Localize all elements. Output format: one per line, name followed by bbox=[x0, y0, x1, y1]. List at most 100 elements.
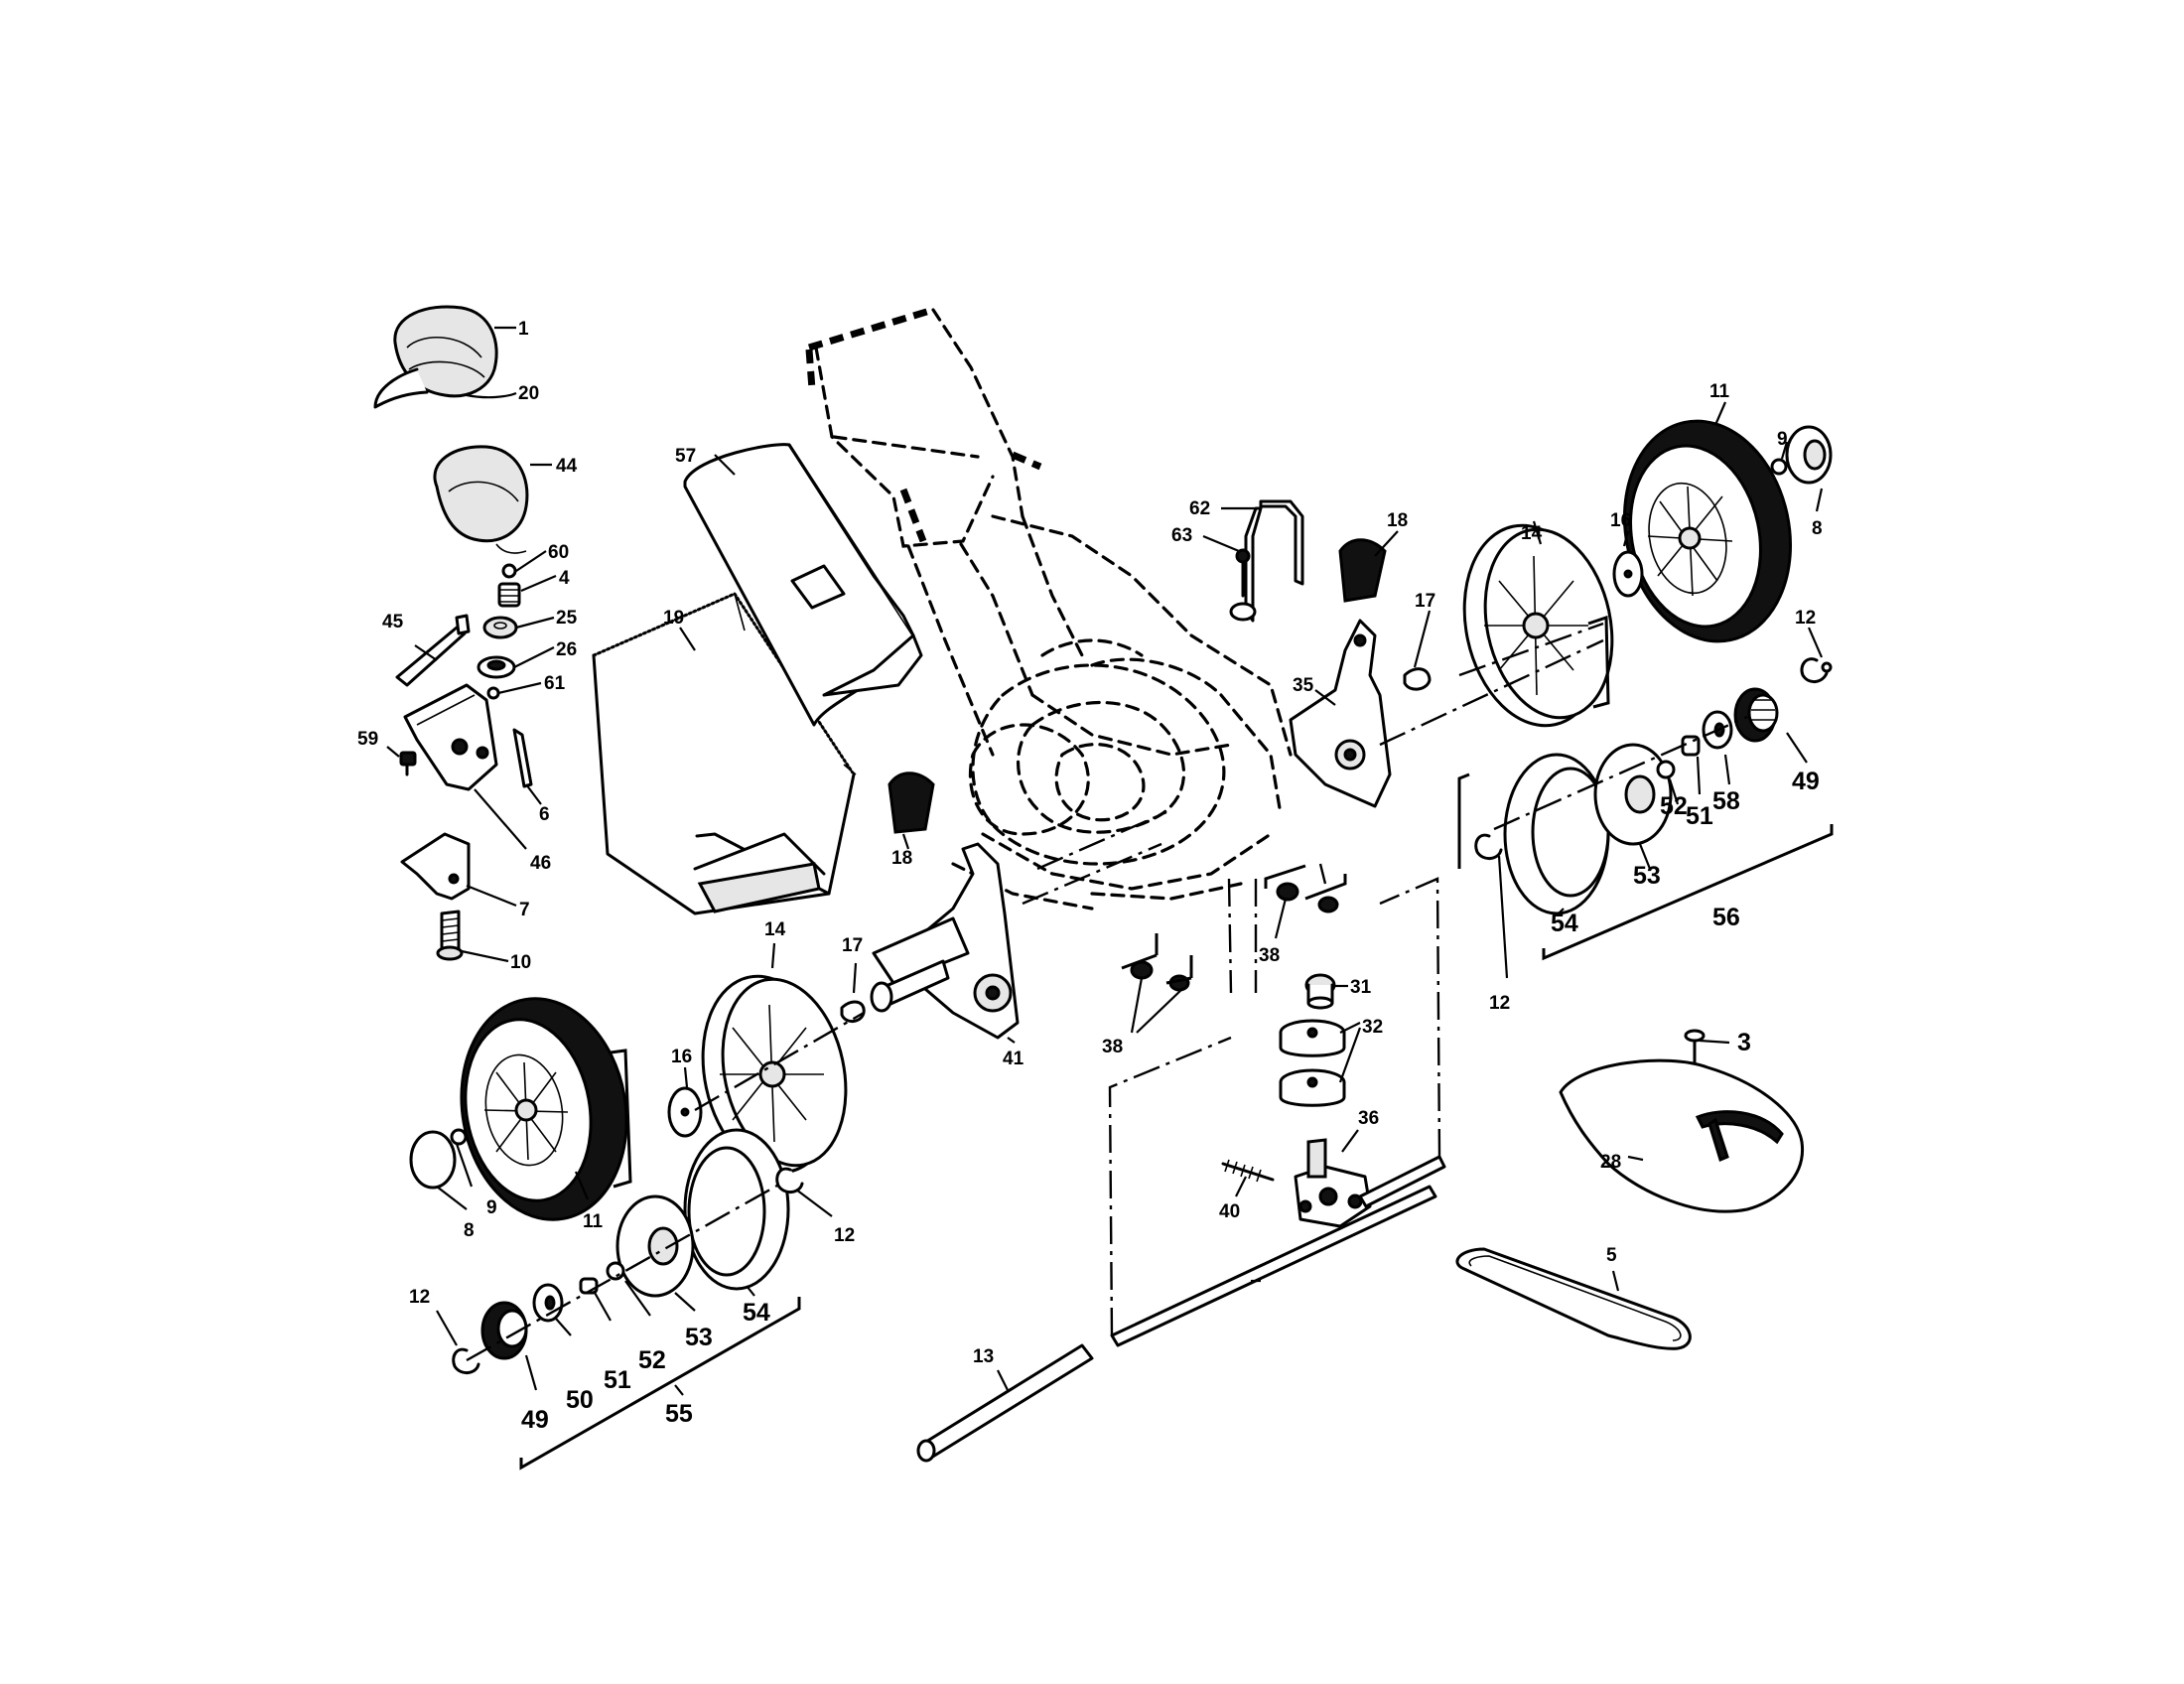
callout-31: 31 bbox=[1350, 977, 1372, 998]
pin-61 bbox=[486, 686, 500, 700]
axis-line-c3 bbox=[1379, 877, 1441, 1158]
callout-19: 19 bbox=[663, 608, 684, 629]
callout-20: 20 bbox=[518, 383, 539, 404]
rod-62 bbox=[1244, 499, 1304, 623]
shield-18-left bbox=[887, 772, 935, 834]
callout-53-left: 53 bbox=[685, 1324, 713, 1351]
axis-line-l4 bbox=[466, 1180, 785, 1362]
shield-18-right bbox=[1338, 538, 1387, 603]
gear-49-right bbox=[1733, 687, 1779, 743]
callout-3: 3 bbox=[1737, 1029, 1751, 1056]
cap-8-left bbox=[409, 1130, 457, 1190]
clip-12-left-b bbox=[452, 1347, 480, 1374]
callout-45: 45 bbox=[382, 612, 404, 632]
callout-60: 60 bbox=[548, 542, 569, 563]
callout-62: 62 bbox=[1189, 498, 1210, 519]
callout-55: 55 bbox=[665, 1400, 693, 1428]
callout-52-right: 52 bbox=[1660, 792, 1688, 820]
callout-52-left: 52 bbox=[638, 1346, 666, 1374]
callout-35: 35 bbox=[1293, 675, 1314, 696]
callout-44: 44 bbox=[556, 456, 578, 477]
ring-17-right bbox=[1403, 667, 1432, 691]
bolt-31 bbox=[1304, 973, 1336, 1010]
clip-12-left-a bbox=[775, 1167, 804, 1193]
callout-49-right: 49 bbox=[1792, 768, 1820, 795]
callout-12-right-b: 12 bbox=[1489, 993, 1510, 1014]
callout-54-right: 54 bbox=[1551, 910, 1578, 937]
callout-12-right-a: 12 bbox=[1795, 608, 1816, 629]
callout-54-left: 54 bbox=[743, 1299, 770, 1327]
bracket-41 bbox=[870, 842, 1020, 1040]
bracket-l1 bbox=[610, 1049, 632, 1189]
callout-11-left: 11 bbox=[583, 1211, 604, 1232]
bolt-63 bbox=[1229, 548, 1257, 622]
pulley-32-bottom bbox=[1279, 1068, 1346, 1107]
cover-7 bbox=[400, 832, 471, 901]
tire-54-right bbox=[1503, 753, 1610, 915]
cap-8-right bbox=[1785, 425, 1833, 485]
axis-line-r2 bbox=[1458, 622, 1604, 677]
callout-40: 40 bbox=[1219, 1201, 1240, 1222]
callout-18-right: 18 bbox=[1387, 510, 1408, 531]
callout-38-right: 38 bbox=[1259, 945, 1280, 966]
callout-13: 13 bbox=[973, 1346, 994, 1367]
axis-line-l3 bbox=[694, 1011, 865, 1112]
gear-49-left bbox=[480, 1301, 528, 1360]
rod-6 bbox=[512, 728, 533, 788]
hubcap-14-right bbox=[1462, 523, 1614, 728]
callout-51-left: 51 bbox=[604, 1366, 631, 1394]
nut-38-right bbox=[1276, 882, 1339, 913]
axis-line-l2 bbox=[1022, 842, 1162, 906]
washer-16-left bbox=[667, 1086, 703, 1138]
ring-17-left bbox=[840, 1000, 866, 1023]
bracket-35 bbox=[1289, 619, 1392, 808]
pulley-32-top bbox=[1279, 1019, 1346, 1057]
callout-17-right: 17 bbox=[1415, 591, 1435, 612]
cable-20 bbox=[373, 367, 517, 409]
bracket-55 bbox=[519, 1297, 801, 1471]
tire-54-left bbox=[683, 1128, 790, 1291]
callout-9-left: 9 bbox=[486, 1197, 497, 1218]
bolt-10 bbox=[436, 910, 464, 961]
clip-12-right-b bbox=[1474, 833, 1503, 860]
callout-25: 25 bbox=[556, 608, 578, 629]
callout-26: 26 bbox=[556, 639, 577, 660]
callout-16-right: 16 bbox=[1610, 510, 1631, 531]
wheel-11-left bbox=[460, 997, 628, 1221]
nut-9-right bbox=[1770, 458, 1788, 476]
callout-6: 6 bbox=[539, 804, 550, 825]
callout-28: 28 bbox=[1600, 1152, 1621, 1173]
callout-11-right: 11 bbox=[1709, 381, 1730, 402]
shaft-13-drive bbox=[1110, 1155, 1446, 1347]
bracket-38a bbox=[1121, 933, 1159, 970]
callout-12-left-a: 12 bbox=[834, 1225, 855, 1246]
washer-16-right bbox=[1612, 550, 1644, 598]
callout-41: 41 bbox=[1003, 1049, 1024, 1069]
axle-13 bbox=[916, 1343, 1094, 1463]
nut-38-left bbox=[1130, 960, 1190, 992]
callout-14-right: 14 bbox=[1521, 523, 1543, 544]
ring-52-right bbox=[1656, 760, 1676, 779]
plate-53-left bbox=[615, 1194, 695, 1298]
washer-26 bbox=[477, 655, 516, 679]
handle-knob-44 bbox=[433, 445, 529, 554]
bracket-46 bbox=[403, 683, 498, 791]
mower-deck-outline bbox=[805, 306, 1293, 911]
plate-53-right bbox=[1593, 743, 1673, 846]
callout-36: 36 bbox=[1358, 1108, 1379, 1129]
bracket-56 bbox=[1542, 824, 1834, 961]
callout-18-left: 18 bbox=[891, 848, 912, 869]
nut-9-left bbox=[450, 1128, 468, 1146]
callout-51-right: 51 bbox=[1686, 802, 1713, 830]
callout-10: 10 bbox=[510, 952, 531, 973]
callout-32: 32 bbox=[1362, 1017, 1383, 1038]
lever-45 bbox=[395, 614, 471, 687]
callout-16-left: 16 bbox=[671, 1047, 692, 1067]
axis-line-r1 bbox=[1379, 638, 1604, 747]
callout-59: 59 bbox=[357, 729, 378, 750]
callout-63: 63 bbox=[1171, 525, 1192, 546]
bushing-25 bbox=[482, 616, 518, 639]
callout-8-left: 8 bbox=[464, 1220, 475, 1241]
callout-8-right: 8 bbox=[1812, 518, 1823, 539]
